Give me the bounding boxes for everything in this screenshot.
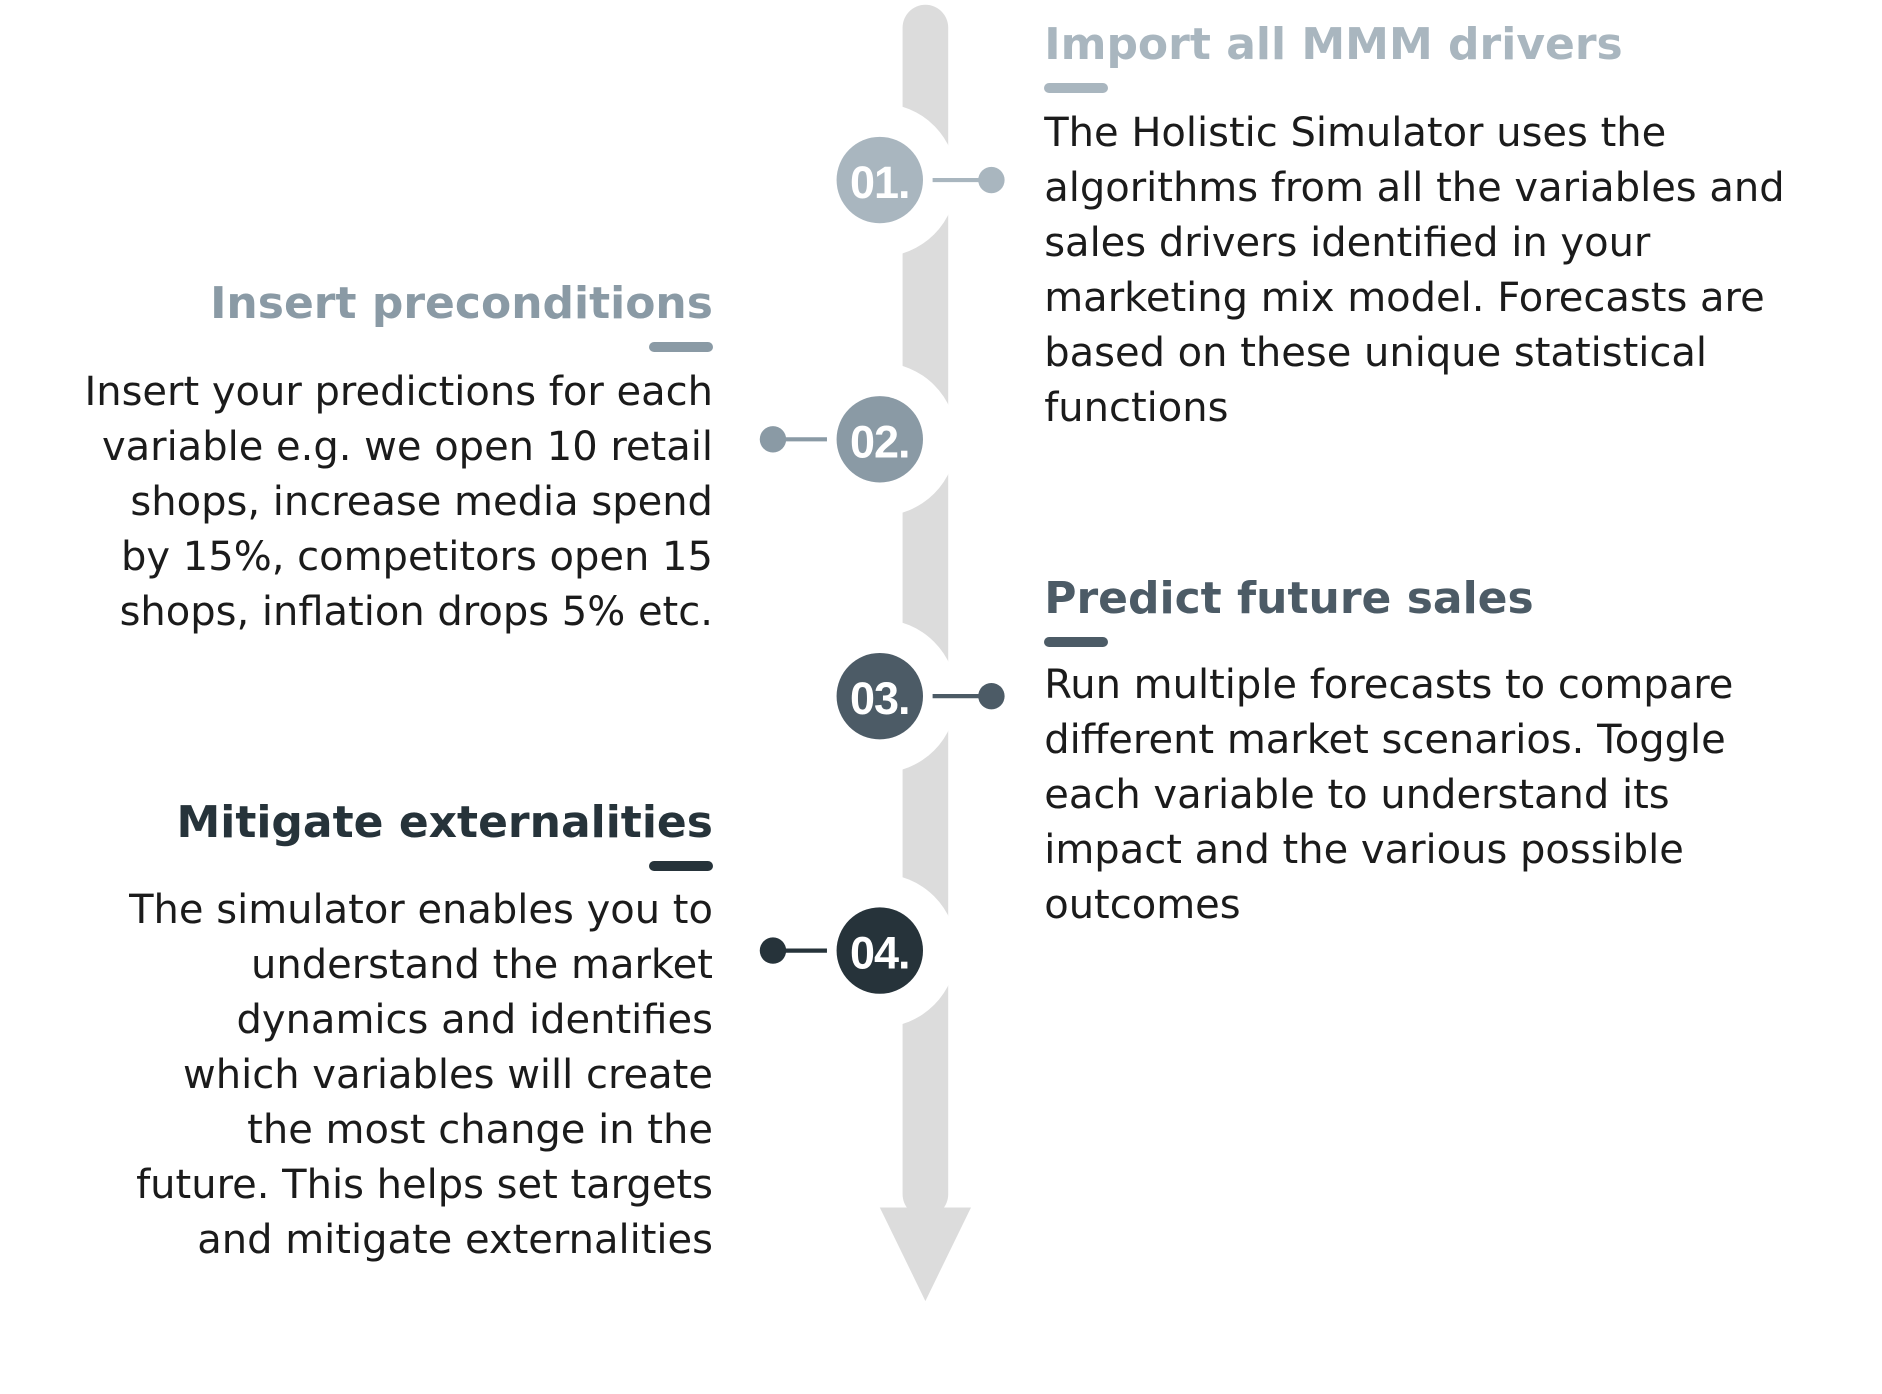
timeline-arrow-head (879, 1207, 972, 1302)
step-number-label: 02. (850, 416, 910, 467)
step-description-line: algorithms from all the variables and (1044, 164, 1785, 211)
step-description-line: future. This helps set targets (136, 1162, 713, 1209)
step-description-line: shops, inflation drops 5% etc. (119, 588, 713, 635)
step-number-badge (836, 907, 923, 994)
step-description-line: dynamics and identifies (236, 997, 713, 1044)
step-title: Insert preconditions (210, 278, 713, 330)
step-description: The simulator enables you to understand t… (129, 883, 713, 1268)
step-description-line: and mitigate externalities (197, 1217, 713, 1264)
timeline-nodes: 01. 02. 03. 04. (759, 103, 1005, 1028)
step-number-badge (836, 652, 923, 740)
step-title-underline (1044, 637, 1109, 648)
step-description-line: different market scenarios. Toggle (1044, 716, 1726, 763)
step-description-line: Run multiple forecasts to compare (1044, 661, 1734, 708)
step-description-line: each variable to understand its (1044, 771, 1670, 818)
step-title: Predict future sales (1044, 573, 1534, 625)
step-description-line: shops, increase media spend (130, 478, 713, 525)
step-description-line: The Holistic Simulator uses the (1044, 109, 1667, 156)
step-description-line: sales drivers identified in your (1044, 219, 1651, 266)
step-description-line: based on these unique statistical (1044, 329, 1707, 376)
step-connector-dot (978, 682, 1005, 710)
step-description-line: the most change in the (247, 1107, 713, 1154)
step-description-line: marketing mix model. Forecasts are (1044, 274, 1765, 321)
step-number-label: 01. (850, 157, 910, 208)
step-description-line: Insert your predictions for each (84, 368, 713, 415)
step-title-underline (648, 860, 713, 871)
step-description-line: understand the market (251, 942, 713, 989)
step-title-underline (648, 342, 713, 353)
step-number-label: 03. (850, 673, 910, 724)
step-description-line: functions (1044, 384, 1229, 431)
step-description: Run multiple forecasts to compare differe… (1044, 658, 1733, 933)
step-title: Mitigate externalities (176, 796, 713, 848)
step-description-line: variable e.g. we open 10 retail (101, 423, 713, 470)
step-description-line: outcomes (1044, 881, 1241, 928)
step-description: Insert your predictions for each variable… (84, 365, 713, 640)
step-connector-dot (759, 937, 787, 964)
step-connector-dot (759, 426, 787, 453)
step-description-line: impact and the various possible (1044, 826, 1684, 873)
step-title-underline (1044, 82, 1109, 93)
step-connector-dot (978, 166, 1005, 194)
step-number-badge (836, 136, 923, 224)
step-title: Import all MMM drivers (1044, 18, 1623, 70)
step-description-line: which variables will create (183, 1052, 713, 1099)
step-number-label: 04. (850, 928, 910, 979)
step-number-badge (836, 396, 923, 483)
step-description: The Holistic Simulator uses the algorithm… (1044, 106, 1784, 436)
step-description-line: The simulator enables you to (129, 887, 713, 934)
step-description-line: by 15%, competitors open 15 (121, 533, 713, 580)
